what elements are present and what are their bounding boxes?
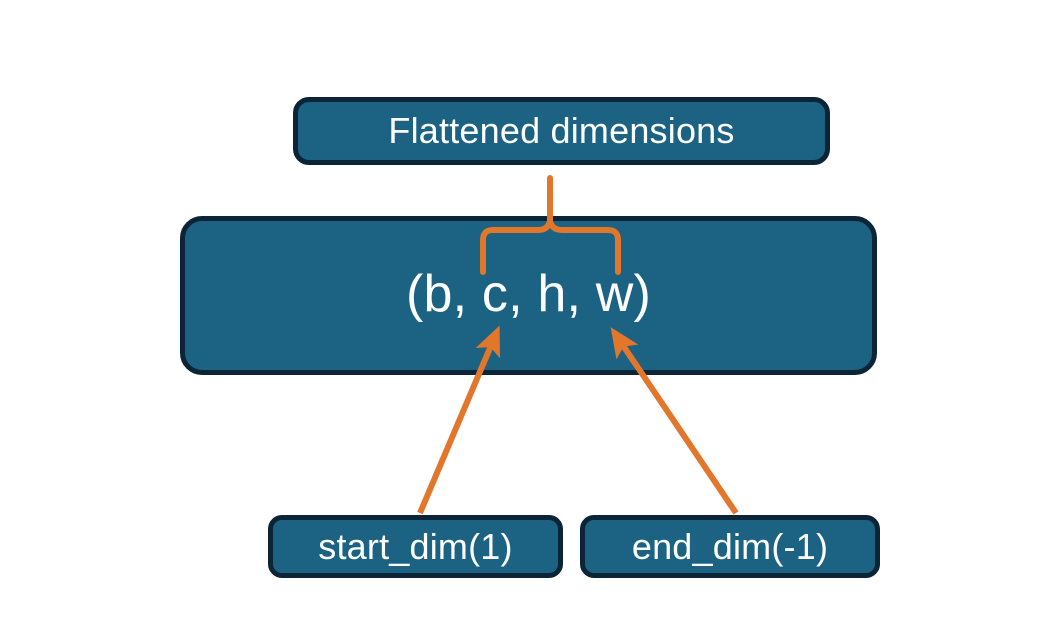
end-dim-box: end_dim(-1) [580,515,880,578]
start-dim-label: start_dim(1) [318,525,513,567]
end-dim-label: end_dim(-1) [631,525,829,567]
start-dim-box: start_dim(1) [268,515,563,578]
flattened-dimensions-box: Flattened dimensions [293,97,830,165]
tensor-shape-box: (b, c, h, w) [180,216,877,375]
tensor-shape-label: (b, c, h, w) [405,264,652,323]
flattened-dimensions-label: Flattened dimensions [388,110,735,151]
